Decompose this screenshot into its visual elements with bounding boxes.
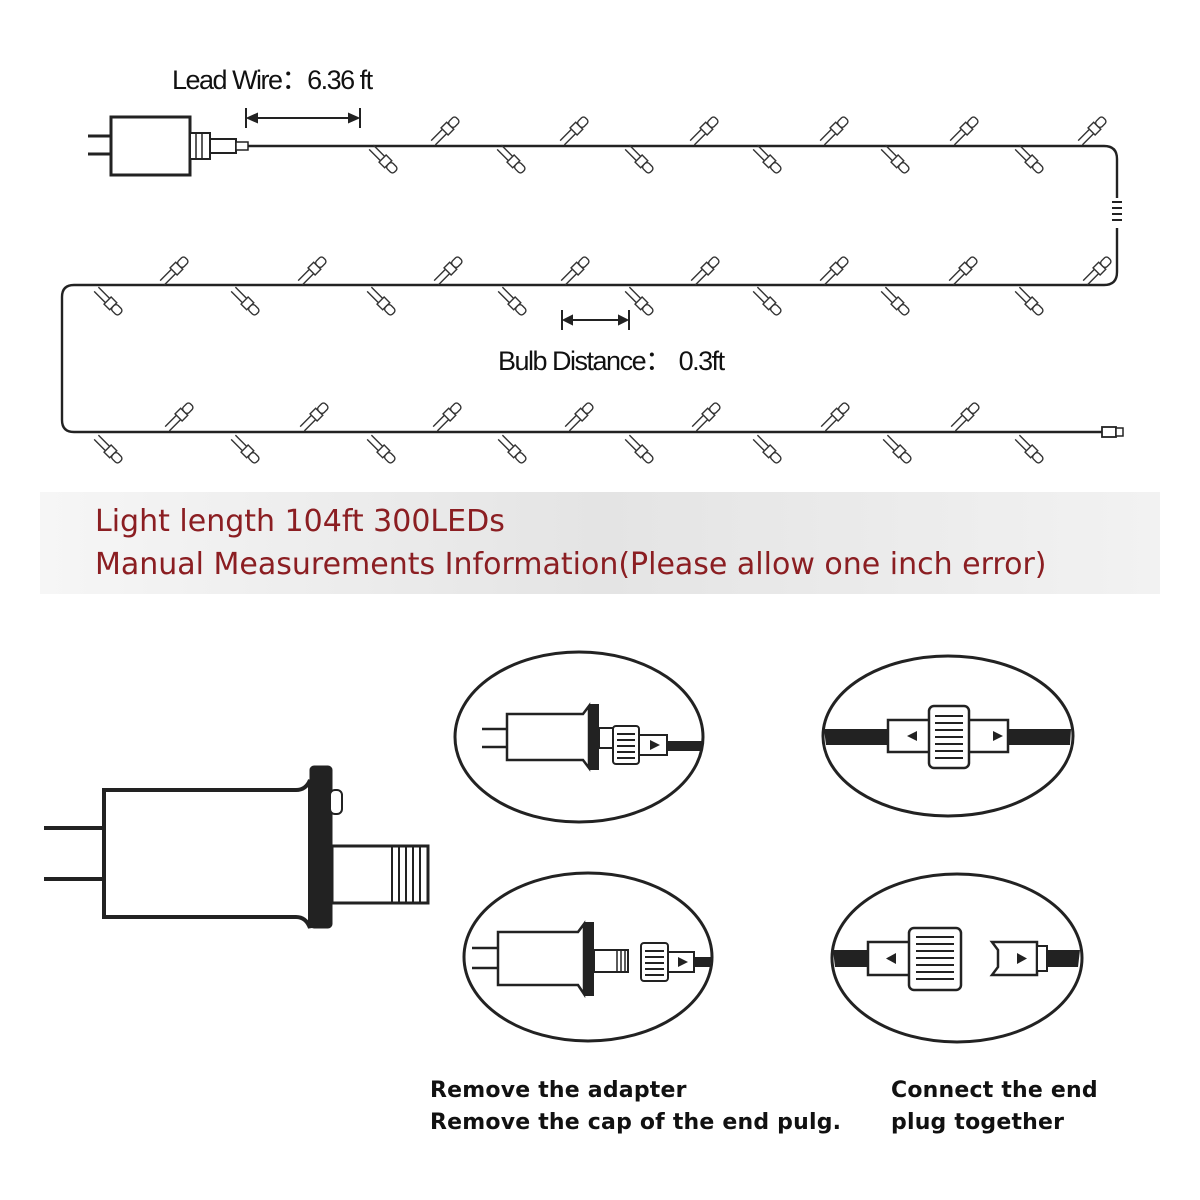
step-remove-adapter-illustration [462, 871, 714, 1043]
lead-wire-label: Lead Wire：6.36 ft [172, 58, 373, 97]
right-caption-line1: Connect the end [891, 1078, 1098, 1103]
lead-wire-dimension-arrow [245, 108, 361, 128]
lead-wire-value: 6.36 ft [307, 65, 373, 95]
left-caption-line1: Remove the adapter [430, 1078, 687, 1103]
step-adapter-connected-illustration [453, 650, 705, 824]
info-banner [40, 492, 1160, 594]
bulb-distance-label-text: Bulb Distance： [498, 346, 672, 376]
banner-measurement-note: Manual Measurements Information(Please a… [95, 547, 1047, 582]
left-caption-line2: Remove the cap of the end pulg. [430, 1110, 842, 1135]
large-adapter-icon [44, 765, 430, 929]
bulb-distance-value: 0.3ft [678, 346, 726, 376]
bulb-distance-label: Bulb Distance：0.3ft [498, 339, 726, 378]
wire-break-marks [1110, 198, 1124, 228]
bulb-distance-dimension-arrow [561, 310, 630, 330]
end-connector-icon [1101, 426, 1124, 438]
adapter-plug-icon [88, 115, 249, 177]
banner-light-length: Light length 104ft 300LEDs [95, 504, 505, 539]
lead-wire-label-text: Lead Wire： [172, 65, 309, 95]
step-plugs-connected-illustration [821, 654, 1075, 818]
step-plugs-separated-illustration [830, 872, 1084, 1044]
light-string-wire [60, 144, 1119, 434]
right-caption-line2: plug together [891, 1110, 1065, 1135]
led-bulbs [92, 114, 1114, 466]
